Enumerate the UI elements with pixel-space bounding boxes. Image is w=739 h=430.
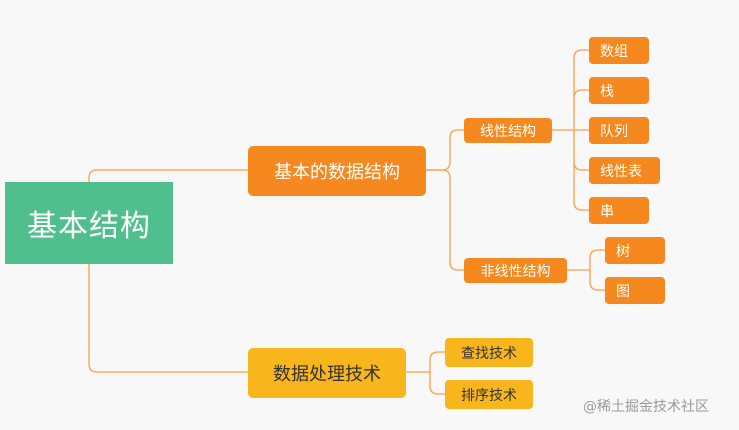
connector-structures-nonlinear — [426, 169, 464, 271]
subbranch-nonlinear[interactable]: 非线性结构 — [464, 258, 567, 283]
leaf-queue[interactable]: 队列 — [589, 117, 649, 144]
leaf-string[interactable]: 串 — [589, 197, 649, 224]
leaf-array[interactable]: 数组 — [589, 37, 649, 64]
root-node[interactable]: 基本结构 — [5, 182, 173, 264]
connector-processing-leaves — [406, 351, 445, 395]
leaf-search[interactable]: 查找技术 — [445, 338, 533, 367]
watermark: @稀土掘金技术社区 — [583, 399, 709, 415]
branch-data-structures[interactable]: 基本的数据结构 — [248, 146, 426, 196]
connector-nonlinear-leaves — [567, 249, 605, 291]
connector-linear-leaves — [552, 49, 589, 211]
leaf-sort[interactable]: 排序技术 — [445, 380, 533, 409]
leaf-graph[interactable]: 图 — [605, 277, 665, 304]
leaf-tree[interactable]: 树 — [605, 237, 665, 264]
branch-data-processing[interactable]: 数据处理技术 — [248, 348, 406, 398]
connector-structures-linear — [426, 129, 464, 171]
subbranch-linear[interactable]: 线性结构 — [464, 118, 552, 143]
leaf-linear-list[interactable]: 线性表 — [589, 157, 660, 184]
leaf-stack[interactable]: 栈 — [589, 77, 649, 104]
connector-root-processing — [88, 264, 248, 373]
connector-root-structures — [88, 169, 248, 182]
